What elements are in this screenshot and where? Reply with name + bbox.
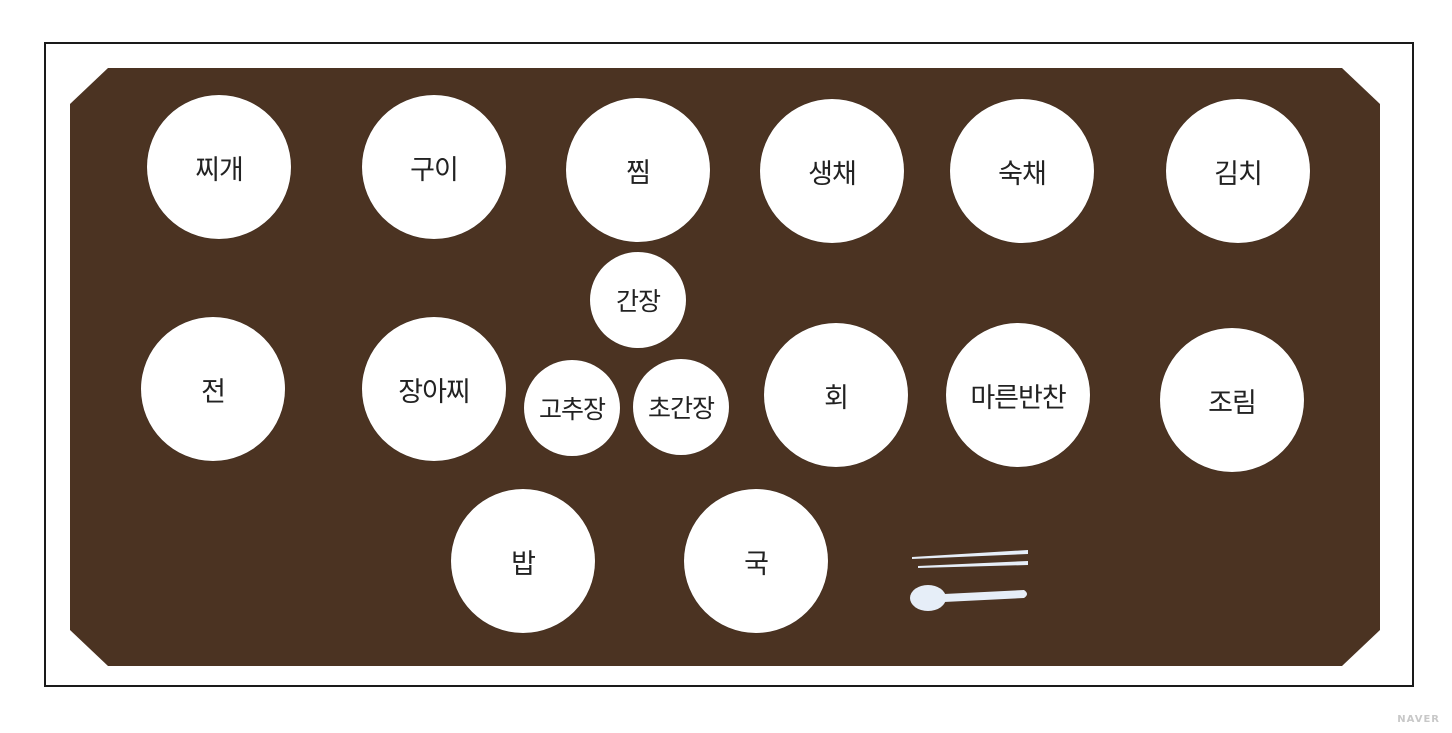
dish-jangajji: 장아찌 xyxy=(362,317,506,461)
watermark: NAVER xyxy=(1397,714,1440,725)
dish-label: 밥 xyxy=(511,548,536,580)
dish-label: 장아찌 xyxy=(398,376,471,408)
diagram-frame xyxy=(44,42,1414,687)
dish-sukchae: 숙채 xyxy=(950,99,1094,243)
dish-label: 전 xyxy=(201,376,226,408)
dish-label: 국 xyxy=(744,548,769,580)
dish-saengchae: 생채 xyxy=(760,99,904,243)
dish-label: 회 xyxy=(824,382,849,414)
dish-jjigae: 찌개 xyxy=(147,95,291,239)
dish-ganjang: 간장 xyxy=(590,252,686,348)
dish-label: 생채 xyxy=(808,158,857,190)
dish-label: 숙채 xyxy=(998,158,1047,190)
dish-gui: 구이 xyxy=(362,95,506,239)
dish-label: 찌개 xyxy=(195,154,244,186)
dish-kimchi: 김치 xyxy=(1166,99,1310,243)
dish-label: 마른반찬 xyxy=(970,382,1066,414)
dish-guk: 국 xyxy=(684,489,828,633)
dish-label: 김치 xyxy=(1214,158,1263,190)
dish-mareunbanchan: 마른반찬 xyxy=(946,323,1090,467)
dish-jeon: 전 xyxy=(141,317,285,461)
dish-label: 고추장 xyxy=(538,395,606,424)
dish-label: 조림 xyxy=(1208,387,1257,419)
dish-jjim: 찜 xyxy=(566,98,710,242)
dish-label: 구이 xyxy=(410,154,459,186)
chopsticks-icon xyxy=(912,550,1028,568)
dish-label: 찜 xyxy=(626,157,651,189)
dish-bap: 밥 xyxy=(451,489,595,633)
dish-label: 초간장 xyxy=(647,394,715,423)
dish-chogangjang: 초간장 xyxy=(633,359,729,455)
dish-jorim: 조림 xyxy=(1160,328,1304,472)
dish-label: 간장 xyxy=(615,287,661,316)
dish-hoe: 회 xyxy=(764,323,908,467)
dish-gochujang: 고추장 xyxy=(524,360,620,456)
spoon-icon xyxy=(910,585,1027,611)
